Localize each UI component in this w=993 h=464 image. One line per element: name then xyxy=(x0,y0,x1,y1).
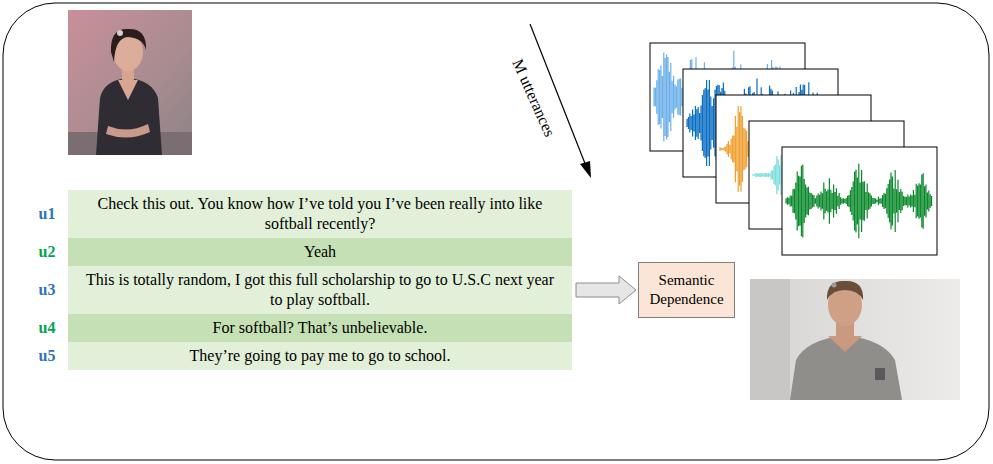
waveform-card xyxy=(782,147,937,255)
utterance-band: u3This is totally random, I got this ful… xyxy=(68,266,572,314)
utterance-band: u4For softball? That’s unbelievable. xyxy=(68,314,572,342)
utterance-band: u1Check this out. You know how I’ve told… xyxy=(68,190,572,238)
utterance-index: u3 xyxy=(30,280,64,300)
box-label: Semantic Dependence xyxy=(645,271,728,309)
listener-photo xyxy=(750,279,960,400)
utterance-text: For softball? That’s unbelievable. xyxy=(68,318,572,338)
block-arrow xyxy=(576,276,636,304)
speaker-photo xyxy=(68,10,192,155)
utterance-index: u1 xyxy=(30,204,64,224)
waveform xyxy=(786,164,932,238)
utterance-text: Yeah xyxy=(68,242,572,262)
utterance-index: u2 xyxy=(30,242,64,262)
utterance-text: This is totally random, I got this full … xyxy=(68,270,572,310)
stack-label: M utterances xyxy=(508,56,558,139)
utterance-band: u5They’re going to pay me to go to schoo… xyxy=(68,342,572,370)
utterance-text: Check this out. You know how I’ve told y… xyxy=(68,194,572,234)
utterance-band: u2Yeah xyxy=(68,238,572,266)
utterance-index: u4 xyxy=(30,318,64,338)
utterance-index: u5 xyxy=(30,346,64,366)
utterance-text: They’re going to pay me to go to school. xyxy=(68,346,572,366)
waveform-stack xyxy=(650,43,937,255)
outer-frame xyxy=(3,3,989,460)
process-box: Semantic Dependence xyxy=(638,262,735,318)
